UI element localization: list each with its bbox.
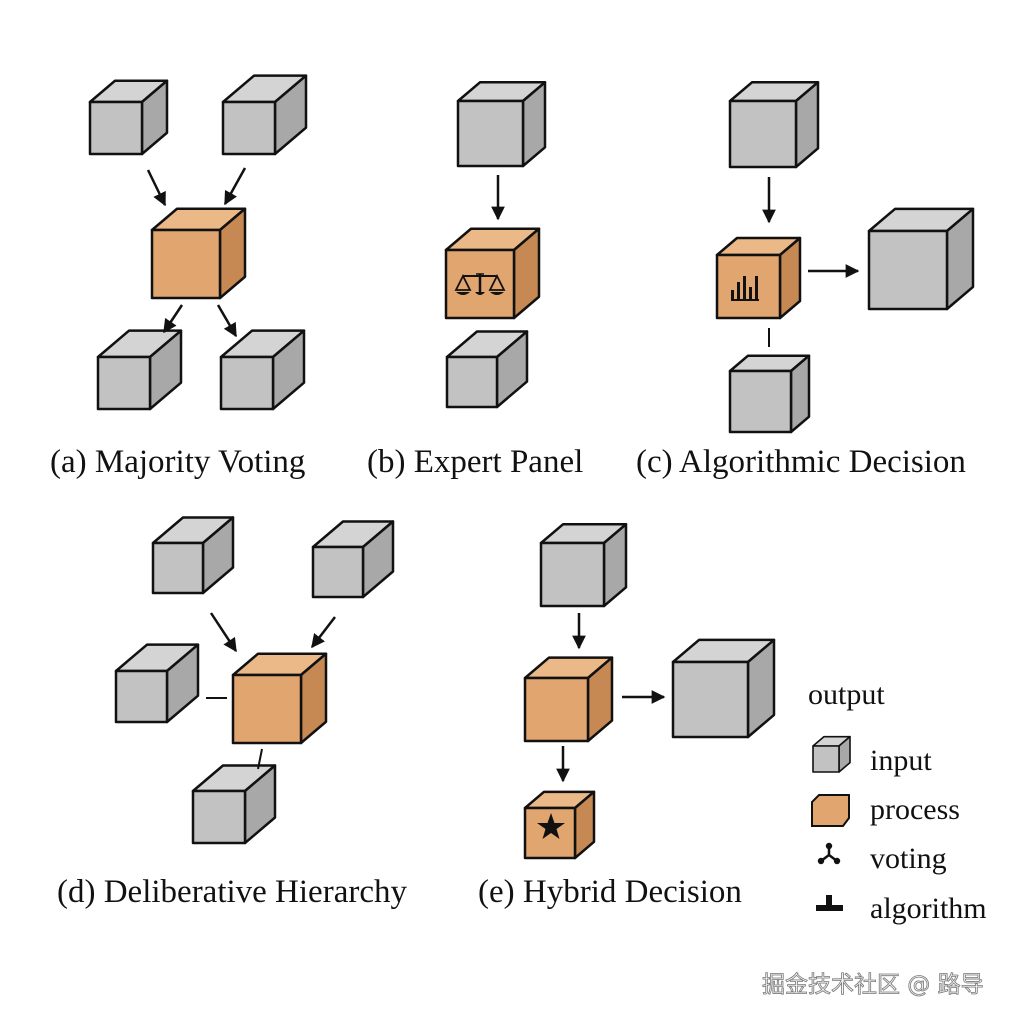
process-cube	[523, 656, 614, 743]
caption-hybrid-decision: (e) Hybrid Decision	[478, 874, 742, 910]
input-cube-icon	[812, 735, 851, 773]
cube-front-face	[191, 789, 247, 845]
process-cube	[715, 236, 802, 320]
arrow	[311, 616, 336, 649]
connector-line	[257, 748, 263, 770]
input-cube	[191, 764, 277, 845]
cube-front-face	[96, 355, 152, 411]
cube-front-face	[445, 355, 499, 409]
panel-majority-voting: (a) Majority Voting	[50, 74, 308, 480]
legend-label-input: input	[870, 744, 932, 777]
arrow	[162, 304, 184, 334]
caption-majority-voting: (a) Majority Voting	[50, 444, 305, 480]
cube-front-face	[311, 545, 365, 599]
process-cube	[444, 227, 541, 320]
legend-label-process: process	[870, 793, 960, 826]
input-cube	[88, 79, 169, 156]
cube-front-face	[728, 99, 798, 169]
cube-front-face	[151, 541, 205, 595]
cube-side-face	[789, 354, 811, 434]
legend-title: output	[808, 678, 885, 711]
input-cube	[539, 523, 628, 608]
cube-front-face	[671, 660, 750, 739]
input-cube	[151, 516, 235, 595]
panel-expert-panel: (b) Expert Panel	[367, 81, 583, 480]
process-cube	[150, 207, 247, 300]
panel-algorithmic-decision: (c) Algorithmic Decision	[636, 81, 975, 480]
cube-front-face	[231, 673, 303, 745]
legend-label-voting: voting	[870, 842, 947, 875]
scales-icon	[454, 273, 506, 295]
process-cube-icon	[811, 794, 850, 827]
cube-front-face	[539, 541, 606, 608]
cube-front-face	[523, 676, 590, 743]
cube-front-face	[114, 669, 169, 724]
input-cube	[456, 81, 547, 168]
cube-front-face	[867, 229, 949, 311]
input-cube	[311, 520, 395, 599]
legend: output input process voting algorithm	[808, 678, 987, 925]
input-cube	[728, 81, 820, 169]
caption-deliberative-hierarchy: (d) Deliberative Hierarchy	[57, 874, 407, 910]
caption-algorithmic-decision: (c) Algorithmic Decision	[636, 444, 966, 480]
output-cube	[671, 638, 776, 739]
process-cube	[231, 652, 328, 745]
panel-hybrid-decision: (e) Hybrid Decision	[478, 523, 776, 910]
output-cube	[96, 329, 183, 411]
input-cube	[728, 354, 811, 434]
bar-chart-icon	[731, 276, 759, 301]
output-cube	[867, 207, 975, 311]
input-cube	[114, 643, 200, 724]
algorithm-icon	[816, 895, 843, 911]
star-icon	[537, 813, 565, 839]
arrow	[146, 169, 167, 207]
cube-front-face	[219, 355, 275, 411]
output-cube	[445, 330, 529, 409]
cube-front-face	[221, 100, 277, 156]
cube-front-face	[715, 253, 782, 320]
watermark: 掘金技术社区 @ 路导	[762, 972, 984, 998]
arrow	[216, 304, 238, 338]
voting-icon	[817, 842, 841, 865]
cube-front-face	[456, 99, 525, 168]
input-cube	[221, 74, 308, 156]
arrow	[223, 167, 247, 206]
cube-front-face	[812, 745, 840, 773]
arrow	[209, 612, 238, 653]
cube-front-face	[728, 369, 793, 434]
legend-label-algorithm: algorithm	[870, 892, 987, 925]
cube-front-face	[150, 228, 222, 300]
caption-expert-panel: (b) Expert Panel	[367, 444, 583, 480]
output-cube	[219, 329, 306, 411]
panel-deliberative-hierarchy: (d) Deliberative Hierarchy	[57, 516, 407, 910]
cube-front-face	[88, 100, 144, 156]
